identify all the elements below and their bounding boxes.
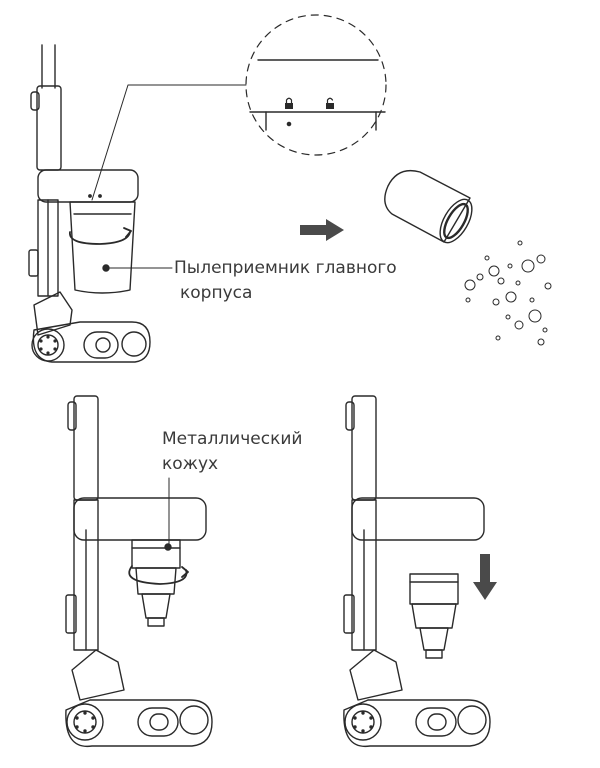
- unlock-icon: [326, 97, 334, 109]
- vacuum-step2: [65, 395, 213, 748]
- lock-icon: [285, 97, 293, 109]
- rotate-arrow-icon: [128, 565, 188, 585]
- vacuum-step3: [343, 395, 491, 748]
- vacuum-step1: [28, 44, 151, 363]
- down-arrow-icon: [473, 554, 497, 600]
- metal-cover-label-line2: кожух: [162, 454, 219, 474]
- zoom-leader-line: [91, 84, 247, 201]
- lock-detail-zoom: [245, 14, 387, 156]
- rotate-arrow-icon: [69, 231, 131, 245]
- detached-metal-cover: [409, 573, 459, 605]
- metal-cover-label-line1: Металлический: [162, 429, 303, 449]
- dust-bin-label-line1: Пылеприемник главного: [174, 258, 397, 278]
- removed-dust-bin: [384, 169, 473, 244]
- dust-particles: [464, 240, 552, 346]
- right-arrow-icon: [300, 219, 344, 241]
- metal-cover: [131, 539, 181, 569]
- dust-bin-label-line2: корпуса: [180, 283, 253, 303]
